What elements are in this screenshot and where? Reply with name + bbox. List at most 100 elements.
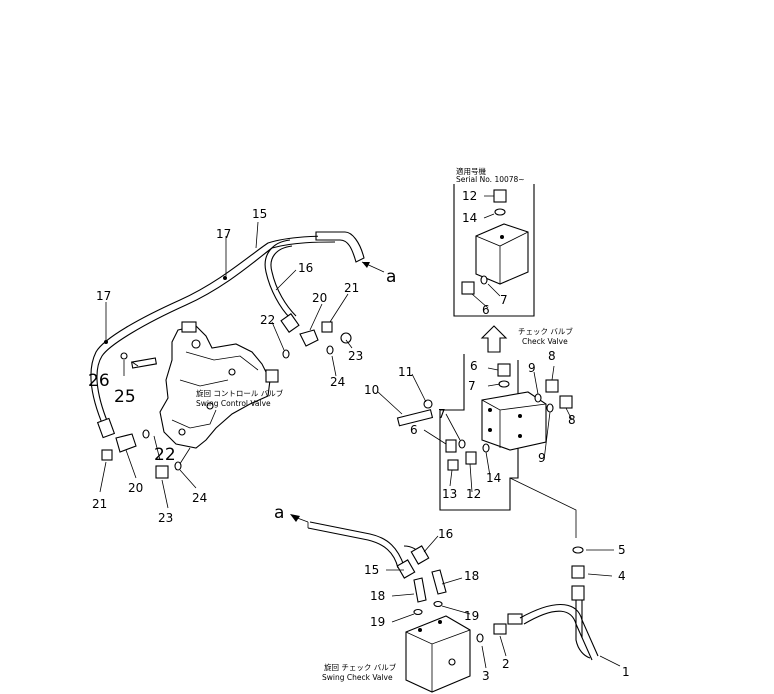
fitting-15-bot — [396, 559, 416, 579]
callout-a-top: a — [386, 267, 396, 287]
callout-16-top: 16 — [298, 261, 313, 275]
callout-2: 2 — [502, 657, 510, 671]
inset-label-jp: 適用号機 — [456, 166, 486, 176]
callout-a-bot: a — [274, 503, 284, 523]
swing-check-label-en: Swing Check Valve — [322, 673, 393, 682]
oring-22-top — [282, 349, 290, 359]
hose-16-inner — [270, 245, 297, 317]
pipe-15 — [90, 235, 336, 429]
oring-5 — [572, 546, 584, 554]
fitting-1-left — [507, 613, 523, 625]
hose-top-a — [315, 231, 365, 263]
bolt-25 — [131, 357, 157, 369]
swing-control-valve-body — [159, 325, 271, 449]
swing-check-valve-edge — [405, 629, 471, 692]
swing-control-label-jp: 旋回 コントロール バルブ — [196, 388, 284, 398]
hose-16 — [264, 239, 291, 319]
inset-label-en: Serial No. 10078~ — [456, 175, 525, 184]
callout-10: 10 — [364, 383, 379, 397]
oring-7-mid — [458, 439, 466, 449]
swing-check-port-1 — [418, 628, 422, 632]
inset-block-edge — [475, 231, 529, 284]
callout-21-top: 21 — [344, 281, 359, 295]
callout-23-top: 23 — [348, 349, 363, 363]
hose-1 — [519, 604, 599, 661]
arrow-a-top-head — [362, 262, 370, 268]
callout-14-inset: 14 — [462, 211, 477, 225]
washer-26 — [120, 352, 128, 360]
callout-18-a: 18 — [464, 569, 479, 583]
callout-numbers: 15 17 16 17 20 21 22 23 24 26 25 22 21 2… — [88, 189, 630, 683]
callout-9-b: 9 — [538, 451, 546, 465]
callout-4: 4 — [618, 569, 626, 583]
valve-port-4 — [178, 428, 186, 436]
plug-6-mid — [445, 439, 457, 453]
oring-19-a — [413, 608, 423, 616]
callout-11: 11 — [398, 365, 413, 379]
valve-cap-top — [181, 321, 197, 333]
callout-26: 26 — [88, 371, 110, 391]
swing-check-valve-body — [405, 615, 471, 693]
callout-18-b: 18 — [370, 589, 385, 603]
connector-21-top — [321, 321, 333, 333]
check-valve-label-jp: チェック バルブ — [518, 326, 573, 336]
callout-12-mid: 12 — [466, 487, 481, 501]
serial-inset — [453, 184, 535, 353]
leader-lines-inset — [471, 195, 501, 309]
valve-port-1 — [191, 339, 201, 349]
elbow-18-b — [431, 569, 447, 595]
hose-bottom-a — [309, 521, 405, 567]
block-port-2 — [518, 414, 522, 418]
callout-17-left: 17 — [96, 289, 111, 303]
pipe-15-inner — [96, 241, 336, 429]
swing-check-assembly — [290, 514, 621, 693]
inset-port — [500, 235, 504, 239]
clamp-17-left — [104, 340, 108, 344]
connector-4 — [571, 565, 585, 579]
callout-19-b: 19 — [464, 609, 479, 623]
swing-control-valve-detail-2 — [179, 379, 229, 387]
inset-block — [475, 223, 529, 285]
callout-20-bot: 20 — [128, 481, 143, 495]
plug-8-b — [559, 395, 573, 409]
inset-arrow — [480, 325, 508, 353]
check-valve-box — [439, 354, 519, 511]
callout-20-top: 20 — [312, 291, 327, 305]
callout-21-bot: 21 — [92, 497, 107, 511]
routing-line — [509, 477, 577, 538]
block-port-3 — [488, 428, 492, 432]
arrow-a-bot-head — [290, 514, 300, 522]
hose-bottom-a-inner — [307, 527, 399, 569]
valve-fitting-right — [265, 369, 279, 383]
callout-24-top: 24 — [330, 375, 345, 389]
oring-24-top — [326, 345, 334, 355]
plug-13 — [447, 459, 459, 471]
swing-check-port-3 — [448, 658, 456, 666]
callout-9-a: 9 — [528, 361, 536, 375]
callout-16-bot: 16 — [438, 527, 453, 541]
callout-6-mid: 6 — [410, 423, 418, 437]
plug-8-a — [545, 379, 559, 393]
swing-check-label-jp: 旋回 チェック バルブ — [324, 662, 397, 672]
oring-9-a — [534, 393, 542, 403]
oring-9-b — [546, 403, 554, 413]
callout-24-bot: 24 — [192, 491, 207, 505]
callout-15-bot: 15 — [364, 563, 379, 577]
check-valve-block-top — [481, 399, 547, 448]
swing-control-label-en: Swing Control Valve — [196, 399, 271, 408]
swing-control-valve-detail-1 — [185, 351, 259, 371]
plug-6-inset — [461, 281, 475, 295]
hose-top-a-fill — [318, 233, 361, 258]
oring-14-mid — [482, 443, 490, 453]
callout-5: 5 — [618, 543, 626, 557]
oring-7-box — [498, 380, 510, 388]
callout-25: 25 — [114, 387, 136, 407]
fitting-1-top — [571, 585, 585, 601]
callout-15-top: 15 — [252, 207, 267, 221]
callout-8-a: 8 — [548, 349, 556, 363]
callout-23-bot: 23 — [158, 511, 173, 525]
plug-23-top — [340, 332, 352, 344]
plug-6-box — [497, 363, 511, 377]
oring-7-inset — [480, 275, 488, 285]
callout-7-mid: 7 — [438, 407, 446, 421]
